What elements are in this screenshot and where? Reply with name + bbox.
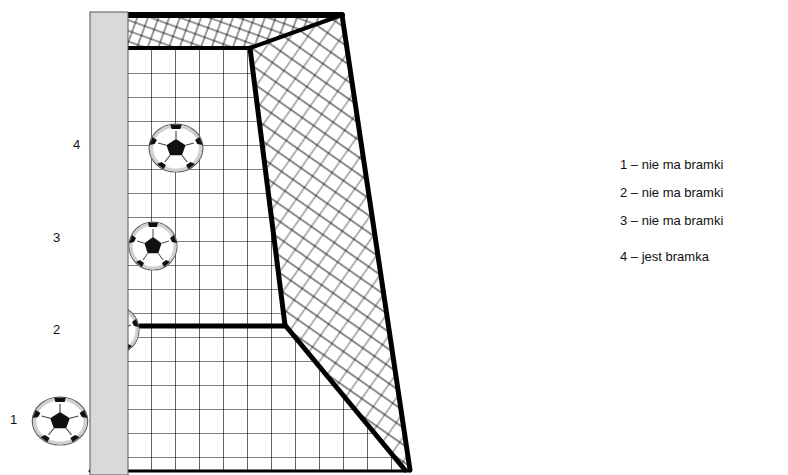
result-note: 3 – nie ma bramki	[620, 213, 723, 229]
goal-frame	[90, 15, 410, 471]
callout-number: 2	[53, 322, 60, 338]
result-note: 2 – nie ma bramki	[620, 185, 723, 201]
ball	[129, 222, 177, 270]
ball	[32, 397, 87, 445]
goal-post	[90, 12, 128, 475]
result-note: 1 – nie ma bramki	[620, 157, 723, 173]
net-side	[250, 15, 410, 470]
callout-number: 4	[73, 137, 80, 153]
result-note: 4 – jest bramka	[620, 249, 709, 265]
callout-number: 1	[10, 412, 17, 428]
callout-number: 3	[53, 230, 60, 246]
ball	[149, 124, 203, 172]
